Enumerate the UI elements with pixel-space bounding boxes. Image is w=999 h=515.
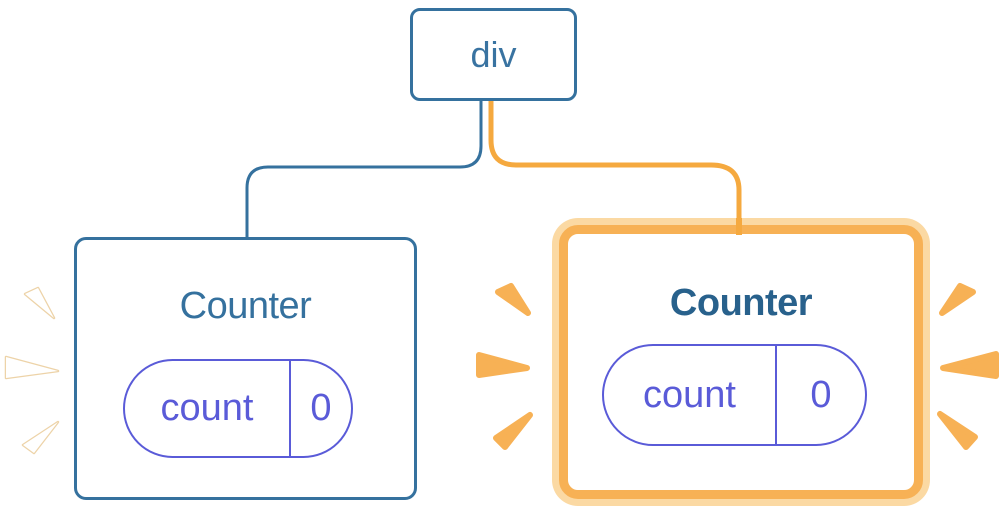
spark-orange-right-middle (940, 351, 999, 379)
spark-orange-left-middle (476, 352, 530, 378)
spark-orange-right-top (939, 283, 976, 316)
state-pill-right: count 0 (602, 344, 867, 446)
burst-white-icon (4, 286, 60, 455)
edge-to-left-counter (245, 99, 483, 240)
edge-to-right-counter (488, 99, 742, 232)
tree-node-div: div (410, 8, 577, 101)
spark-white-top (23, 286, 56, 320)
burst-orange-left-icon (476, 283, 533, 450)
spark-orange-left-top (495, 283, 531, 316)
state-value-right: 0 (810, 373, 832, 416)
div-node-label: div (470, 33, 517, 75)
counter-card-right-glow: Counter count 0 (552, 218, 930, 506)
state-key-right: count (604, 346, 777, 444)
spark-white-bottom (21, 420, 60, 455)
edge-entry-stripe (736, 218, 742, 235)
spark-orange-right-bottom (937, 411, 978, 450)
counter-title-right: Counter (669, 282, 813, 324)
state-value-left: 0 (310, 387, 332, 429)
state-key-left: count (125, 361, 291, 456)
edge-highlight-casing (483, 99, 749, 220)
counter-card-left: Counter count 0 (74, 237, 417, 500)
spark-white-middle (4, 355, 60, 380)
burst-orange-right-icon (937, 283, 999, 450)
spark-orange-left-bottom (493, 412, 533, 450)
counter-card-right: Counter count 0 (559, 225, 923, 499)
state-pill-left: count 0 (123, 359, 353, 458)
counter-title-left: Counter (179, 285, 312, 327)
